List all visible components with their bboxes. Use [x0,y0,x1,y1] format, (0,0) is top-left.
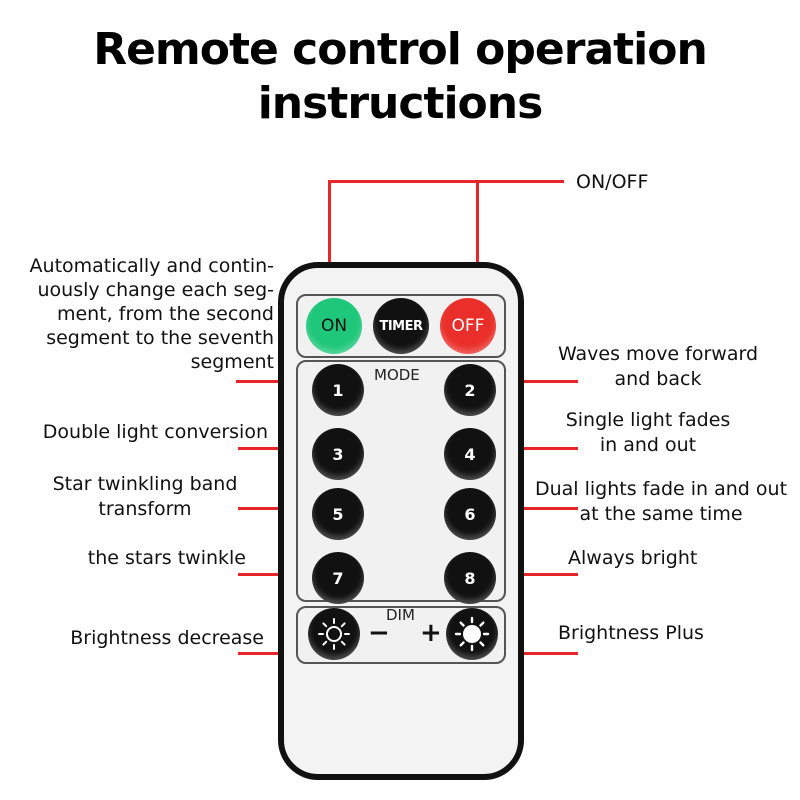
line-dim-down [238,652,312,655]
label-single-fade-line1: Single light fades [565,409,731,431]
dim-label: DIM [386,606,415,624]
label-brightness-decrease: Brightness decrease [70,627,264,649]
label-stars-twinkle: the stars twinkle [87,547,246,569]
line-btn6 [492,507,578,510]
off-line-vertical [476,180,479,300]
label-auto-change-line3: ment, from the second [56,303,274,325]
dim-down-button[interactable] [308,608,360,660]
mode-button-4[interactable]: 4 [444,428,496,480]
line-btn4 [492,447,578,450]
label-star-band-line2: transform [98,498,192,520]
mode-button-7[interactable]: 7 [312,552,364,604]
line-btn2 [492,380,578,383]
label-on-off: ON/OFF [576,171,649,193]
label-always-bright: Always bright [568,547,698,569]
mode-button-6[interactable]: 6 [444,488,496,540]
mode-button-8[interactable]: 8 [444,552,496,604]
line-btn5 [238,507,312,510]
label-dual-fade-line1: Dual lights fade in and out [534,478,788,500]
line-dim-up [492,652,578,655]
sun-outline-icon [318,618,350,650]
on-button[interactable]: ON [306,298,362,354]
label-star-band-line1: Star twinkling band [52,473,238,495]
timer-button[interactable]: TIMER [373,298,429,354]
dim-up-button[interactable] [446,608,498,660]
page-title-line2: instructions [257,78,544,129]
mode-button-3[interactable]: 3 [312,428,364,480]
label-auto-change-line4: segment to the seventh [46,327,274,349]
page-title: Remote control operation [93,24,708,75]
dim-minus-sign: − [368,618,390,648]
label-waves: Waves move forward and back [546,342,770,392]
dim-plus-sign: + [420,618,442,648]
mode-button-5[interactable]: 5 [312,488,364,540]
label-auto-change-line1: Automatically and contin- [29,255,274,277]
label-dual-fade-line2: at the same time [579,503,743,525]
label-single-fade: Single light fades in and out [546,408,750,458]
label-waves-line2: and back [614,368,702,390]
off-button[interactable]: OFF [440,298,496,354]
remote-control: ON TIMER OFF MODE 1 2 3 4 5 6 7 8 DIM − … [278,262,524,780]
line-btn8 [492,573,578,576]
label-single-fade-line2: in and out [599,434,697,456]
label-auto-change-line2: uously change each seg- [37,279,275,301]
line-btn1 [236,380,312,383]
line-btn3 [238,447,312,450]
label-brightness-plus: Brightness Plus [558,622,704,644]
label-double-light: Double light conversion [42,421,268,443]
mode-label: MODE [374,366,420,384]
mode-button-2[interactable]: 2 [444,364,496,416]
label-dual-fade: Dual lights fade in and out at the same … [526,477,796,527]
label-auto-change-line5: segment [190,351,274,373]
onoff-line-top [328,180,564,183]
label-star-band: Star twinkling band transform [36,472,254,522]
mode-button-1[interactable]: 1 [312,364,364,416]
label-waves-line1: Waves move forward [557,343,759,365]
on-line-vertical [328,180,331,300]
sun-filled-icon [454,616,490,652]
label-auto-change: Automatically and contin- uously change … [0,254,274,374]
line-btn7 [238,573,312,576]
